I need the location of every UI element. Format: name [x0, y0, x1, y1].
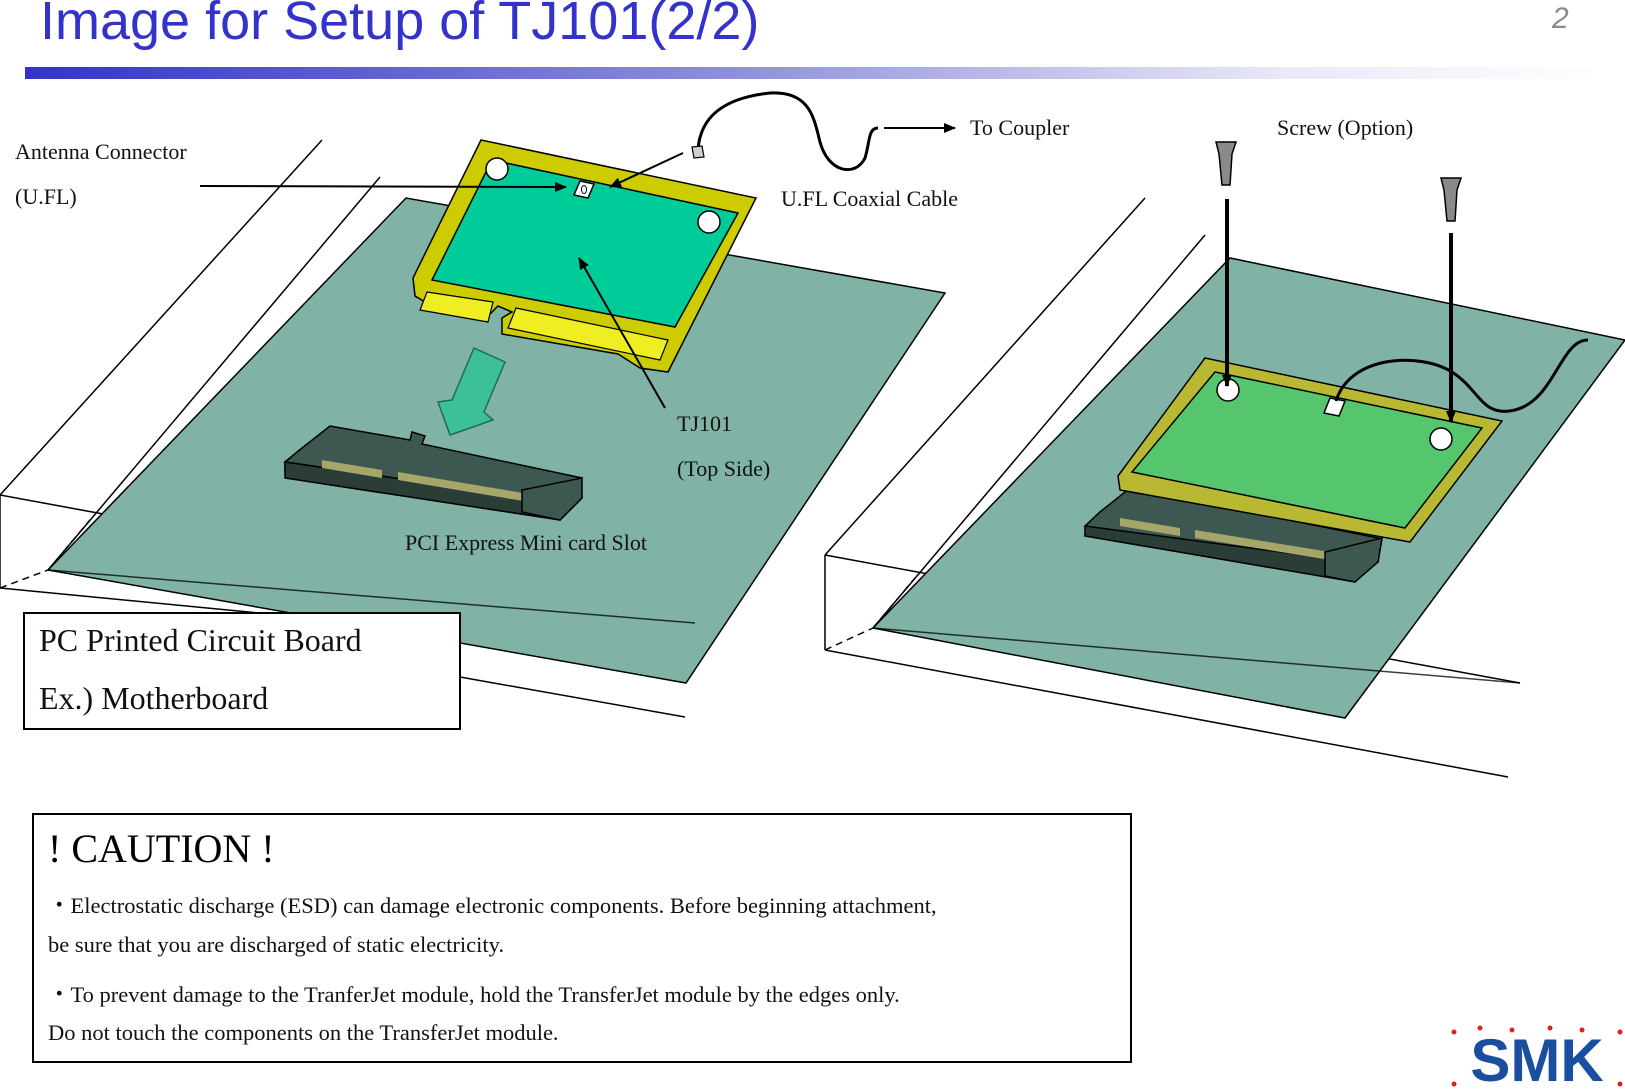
- ufl-coax-cable-installed: [1334, 338, 1589, 413]
- screw-icon: [1215, 141, 1238, 186]
- ufl-coax-cable: [691, 91, 879, 172]
- antenna-connector-arrow: [199, 181, 567, 192]
- insert-direction-arrow: [436, 347, 506, 436]
- top-side-label: (Top Side): [677, 456, 771, 481]
- title-underline: [25, 67, 1600, 79]
- screw-icon: [1440, 177, 1463, 222]
- screw-hole-icon: [1429, 427, 1453, 451]
- mount-hole-icon: [697, 210, 721, 234]
- smk-logo: SMK: [1451, 1025, 1623, 1092]
- ufl-label: (U.FL): [15, 184, 77, 209]
- caution-box: ! CAUTION ! ・Electrostatic discharge (ES…: [32, 813, 1132, 1063]
- slide-title: Image for Setup of TJ101(2/2): [40, 0, 760, 51]
- pcie-slot-left: [283, 425, 584, 521]
- ufl-connector-icon: [1322, 397, 1347, 417]
- mount-hole-icon: [485, 157, 509, 181]
- pcie-slot-right: [1083, 487, 1383, 583]
- screw-option-label: Screw (Option): [1277, 115, 1414, 140]
- tj101-callout-arrow: [578, 257, 666, 409]
- slot-label: PCI Express Mini card Slot: [405, 530, 647, 555]
- page-number: 2: [1552, 2, 1569, 35]
- coax-connect-arrow: [609, 152, 684, 188]
- motherboard-left: [46, 197, 947, 684]
- caution-line-2: be sure that you are discharged of stati…: [48, 932, 505, 957]
- caution-line-4: Do not touch the components on the Trans…: [48, 1020, 559, 1045]
- pcb-caption-line2: Ex.) Motherboard: [39, 680, 269, 716]
- tj101-card-top: [412, 139, 758, 373]
- caution-heading: ! CAUTION !: [48, 826, 275, 871]
- tj101-label: TJ101: [677, 411, 732, 436]
- tj101-card-installed: [1117, 357, 1504, 543]
- ufl-connector-icon: [572, 180, 596, 199]
- pcb-caption-box: PC Printed Circuit Board Ex.) Motherboar…: [23, 612, 461, 730]
- pcb-caption-line1: PC Printed Circuit Board: [39, 622, 362, 658]
- to-coupler-label: To Coupler: [970, 115, 1070, 140]
- coax-cable-label: U.FL Coaxial Cable: [781, 186, 958, 211]
- caution-line-3: ・To prevent damage to the TranferJet mod…: [48, 982, 900, 1007]
- antenna-connector-label: Antenna Connector: [15, 139, 187, 164]
- smk-logo-text: SMK: [1470, 1027, 1603, 1092]
- caution-line-1: ・Electrostatic discharge (ESD) can damag…: [48, 893, 937, 918]
